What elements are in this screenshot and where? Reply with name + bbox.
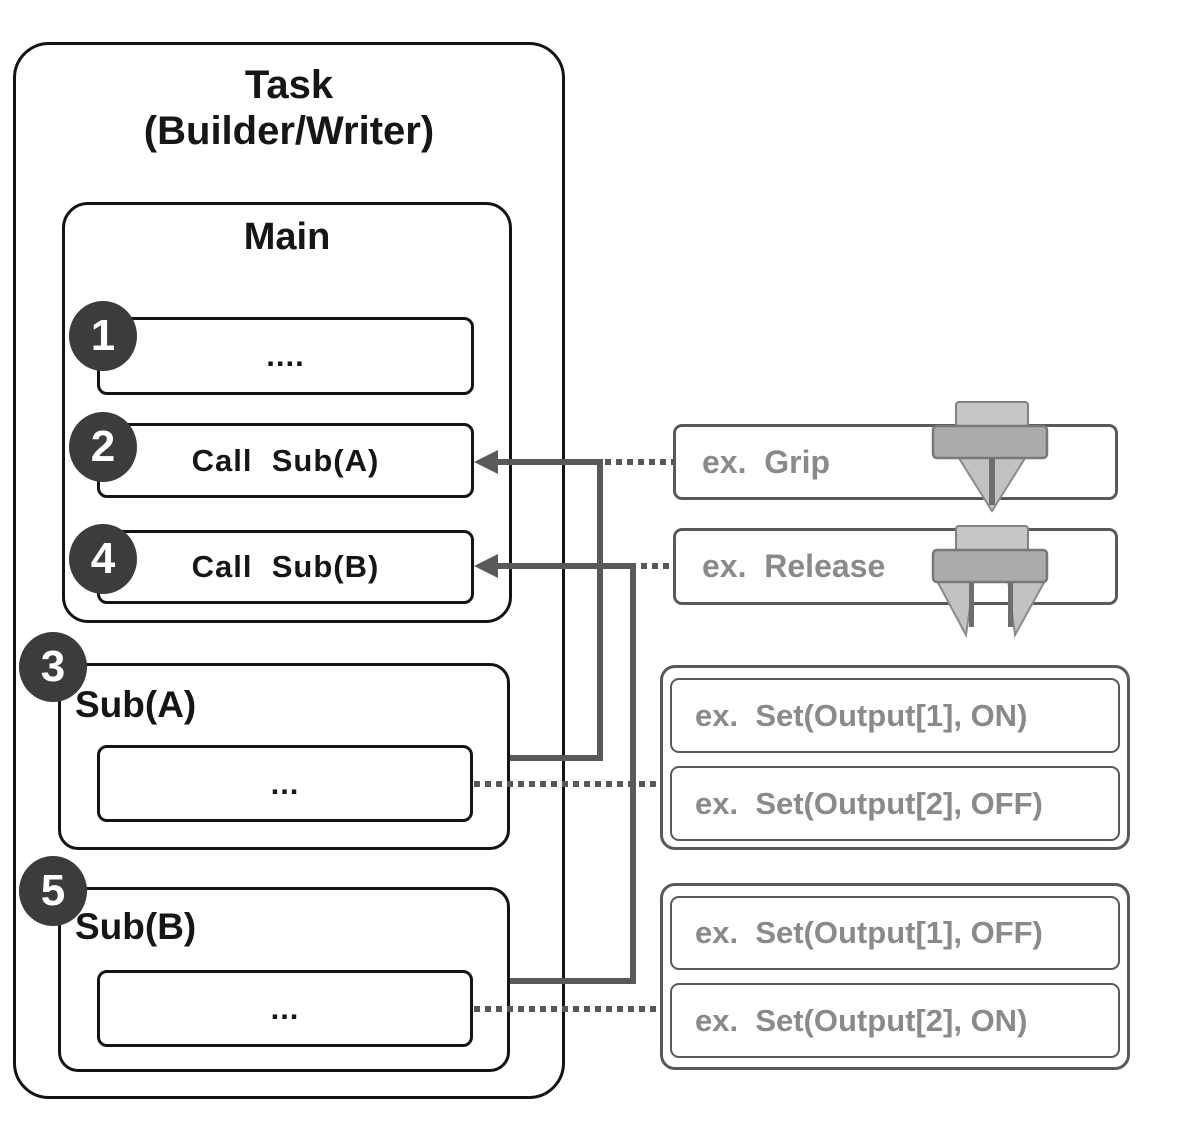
main-item-1-box: ....: [97, 317, 474, 395]
sub-b-example-2-box: ex. Set(Output[2], ON): [670, 983, 1120, 1058]
connector-call-sub-a-horizontal: [494, 459, 603, 465]
gripper-closed-icon: [931, 401, 1049, 513]
step-circle-5: 5: [19, 856, 87, 926]
connector-sub-b-stub: [510, 978, 636, 984]
sub-a-body-box: ...: [97, 745, 473, 822]
dotted-link-sub-b-examples: [474, 1006, 660, 1012]
sub-b-label: Sub(B): [75, 906, 197, 947]
gripper-open-icon: [931, 525, 1049, 639]
step-circle-2: 2: [69, 412, 137, 482]
connector-call-sub-a-vertical: [597, 459, 603, 761]
dotted-link-grip: [605, 459, 673, 465]
dotted-link-sub-a-examples: [474, 781, 660, 787]
sub-a-example-1-box: ex. Set(Output[1], ON): [670, 678, 1120, 753]
main-title: Main: [243, 216, 331, 258]
sub-b-example-1-box: ex. Set(Output[1], OFF): [670, 896, 1120, 970]
connector-sub-a-stub: [510, 755, 603, 761]
sub-a-example-2-box: ex. Set(Output[2], OFF): [670, 766, 1120, 841]
step-circle-4: 4: [69, 524, 137, 594]
main-item-call-sub-a-box: Call Sub(A): [97, 423, 474, 498]
step-circle-1: 1: [69, 301, 137, 371]
task-title-line2: (Builder/Writer): [143, 109, 435, 153]
sub-a-label: Sub(A): [75, 684, 197, 725]
dotted-link-release: [641, 563, 673, 569]
task-title-line1: Task: [244, 63, 334, 107]
connector-call-sub-b-horizontal: [494, 563, 636, 569]
task-title: Task (Builder/Writer): [13, 62, 565, 154]
connector-call-sub-b-vertical: [630, 563, 636, 984]
main-item-call-sub-b-box: Call Sub(B): [97, 530, 474, 604]
sub-b-body-box: ...: [97, 970, 473, 1047]
step-circle-3: 3: [19, 632, 87, 702]
